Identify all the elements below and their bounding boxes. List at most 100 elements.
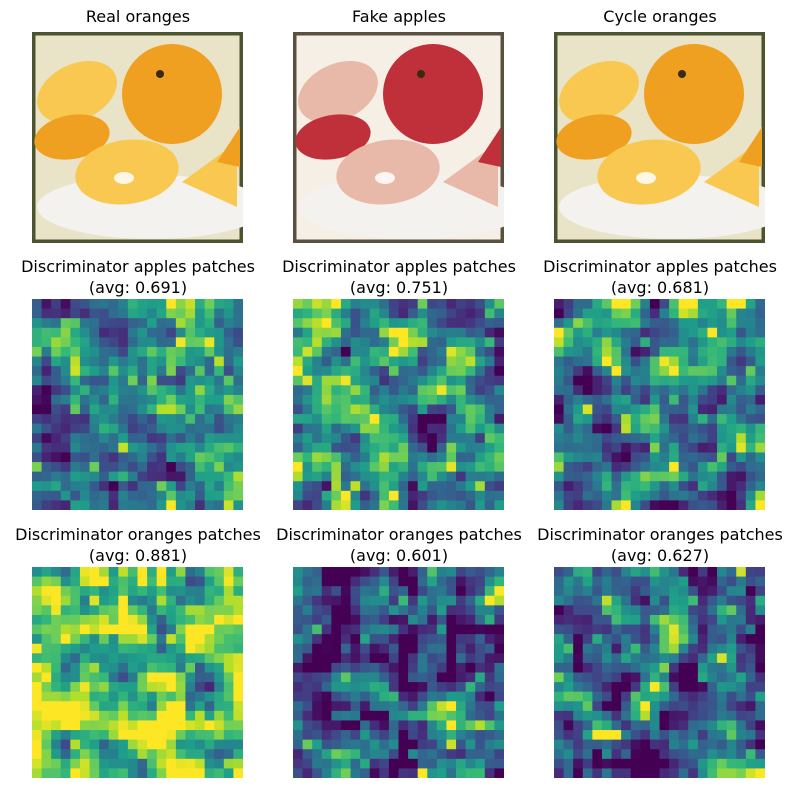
heatmap-cell: [611, 299, 622, 310]
heatmap-cell: [494, 739, 504, 750]
heatmap-cell: [127, 500, 139, 510]
heatmap-cell: [223, 672, 235, 683]
heatmap-cell: [417, 710, 428, 722]
heatmap-cell: [582, 346, 593, 358]
heatmap-cell: [755, 308, 765, 319]
heatmap-cell: [592, 749, 603, 760]
heatmap-cell: [41, 605, 52, 616]
heatmap-cell: [51, 634, 62, 645]
heatmap-cell: [465, 691, 476, 702]
heatmap-cell: [60, 404, 71, 415]
heatmap-cell: [745, 691, 757, 702]
heatmap-cell: [195, 758, 206, 770]
heatmap-cell: [475, 308, 486, 319]
heatmap-cell: [175, 749, 187, 760]
heatmap-cell: [640, 308, 651, 319]
heatmap-cell: [630, 710, 641, 722]
heatmap: [554, 567, 765, 778]
heatmap-cell: [79, 462, 91, 473]
heatmap-cell: [388, 414, 400, 425]
heatmap-cell: [350, 758, 361, 770]
heatmap-cell: [427, 739, 438, 750]
heatmap-cell: [79, 643, 91, 654]
heatmap-cell: [223, 462, 235, 473]
heatmap-cell: [465, 327, 476, 338]
heatmap-cell: [214, 768, 225, 778]
heatmap-cell: [108, 442, 119, 454]
heatmap-cell: [360, 481, 371, 492]
heatmap-cell: [340, 653, 352, 664]
heatmap-cell: [340, 481, 352, 492]
heatmap-cell: [388, 643, 400, 654]
heatmap-cell: [554, 414, 565, 425]
heatmap-cell: [108, 337, 119, 348]
heatmap-cell: [659, 662, 670, 674]
heatmap-cell: [379, 471, 390, 482]
heatmap-cell: [601, 768, 613, 778]
heatmap-cell: [640, 739, 651, 750]
heatmap-cell: [688, 576, 699, 587]
heatmap-cell: [79, 662, 91, 674]
heatmap-cell: [697, 366, 709, 377]
heatmap-cell: [340, 462, 352, 473]
heatmap-cell: [118, 605, 129, 616]
heatmap-cell: [465, 356, 476, 367]
heatmap-cell: [214, 414, 225, 425]
heatmap-cell: [688, 739, 699, 750]
heatmap-cell: [563, 567, 574, 578]
heatmap-cell: [99, 749, 110, 760]
heatmap-cell: [427, 394, 438, 406]
heatmap-cell: [321, 662, 332, 674]
heatmap-cell: [79, 442, 91, 454]
heatmap-cell: [697, 394, 709, 406]
heatmap-cell: [582, 720, 593, 731]
heatmap-cell: [717, 768, 728, 778]
heatmap-cell: [669, 643, 680, 654]
heatmap-cell: [649, 768, 661, 778]
heatmap-cell: [601, 634, 613, 645]
heatmap-cell: [630, 500, 641, 510]
heatmap-cell: [360, 749, 371, 760]
heatmap-cell: [621, 595, 632, 606]
heatmap-cell: [408, 404, 419, 415]
heatmap-cell: [331, 720, 342, 731]
heatmap-cell: [398, 653, 409, 664]
heatmap-cell: [293, 567, 304, 578]
heatmap-cell: [51, 586, 62, 597]
heatmap-cell: [147, 576, 158, 587]
heatmap-cell: [233, 586, 243, 597]
heatmap-cell: [156, 356, 167, 367]
heatmap-cell: [60, 356, 71, 367]
heatmap-cell: [417, 299, 428, 310]
heatmap-cell: [659, 452, 670, 463]
heatmap-cell: [554, 691, 565, 702]
heatmap-cell: [745, 308, 757, 319]
heatmap-cell: [302, 299, 313, 310]
heatmap-cell: [736, 299, 747, 310]
heatmap-cell: [321, 720, 332, 731]
heatmap-cell: [331, 442, 342, 454]
heatmap-cell: [678, 346, 689, 358]
heatmap-cell: [427, 682, 438, 693]
heatmap-cell: [312, 768, 323, 778]
heatmap-cell: [436, 567, 448, 578]
heatmap-cell: [745, 567, 757, 578]
heatmap-cell: [408, 682, 419, 693]
heatmap-cell: [60, 423, 71, 434]
heatmap-cell: [427, 634, 438, 645]
heatmap-cell: [611, 337, 622, 348]
heatmap-cell: [717, 586, 728, 597]
heatmap-cell: [669, 624, 680, 635]
heatmap-cell: [32, 471, 43, 482]
heatmap-cell: [659, 710, 670, 722]
heatmap-cell: [204, 749, 215, 760]
heatmap-cell: [554, 490, 565, 502]
heatmap-cell: [446, 356, 457, 367]
heatmap-cell: [465, 662, 476, 674]
heatmap-cell: [293, 327, 304, 338]
heatmap-cell: [678, 730, 689, 741]
heatmap-cell: [563, 758, 574, 770]
heatmap-cell: [417, 346, 428, 358]
heatmap-cell: [350, 327, 361, 338]
heatmap-cell: [350, 682, 361, 693]
